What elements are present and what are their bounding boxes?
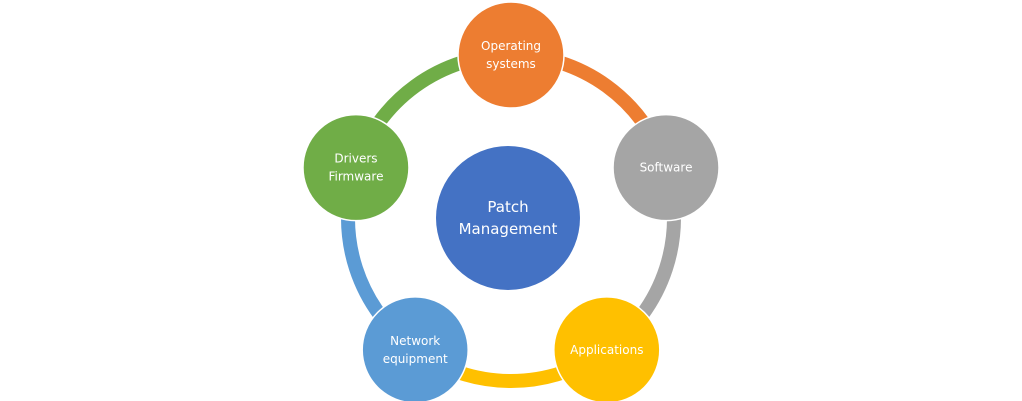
center-label-line: Management [459, 220, 558, 238]
node-operating-systems: Operating systems [457, 1, 565, 109]
node-label-operating-systems: Operating systems [481, 39, 541, 71]
node-label-line: Drivers [334, 152, 377, 166]
node-software: Software [612, 113, 720, 222]
node-label-line: equipment [383, 352, 448, 366]
node-label-line: Firmware [328, 170, 383, 184]
node-label-line: Operating [481, 39, 541, 53]
node-label-line: Applications [570, 343, 643, 357]
node-label-line: Software [640, 161, 693, 175]
node-label-software: Software [640, 161, 693, 175]
node-label-applications: Applications [570, 343, 643, 357]
node-label-line: Network [390, 334, 440, 348]
node-circle-applications [553, 296, 661, 401]
center-circle [436, 146, 580, 290]
node-circle-software [612, 113, 720, 222]
node-circle-drivers-firmware [302, 113, 410, 222]
node-label-line: systems [486, 57, 536, 71]
node-network-equipment: Network equipment [361, 296, 469, 401]
node-applications: Applications [553, 296, 661, 401]
node-circle-network-equipment [361, 296, 469, 401]
node-label-network-equipment: Network equipment [383, 334, 448, 366]
node-circle-operating-systems [457, 1, 565, 109]
center-label-line: Patch [487, 198, 528, 216]
